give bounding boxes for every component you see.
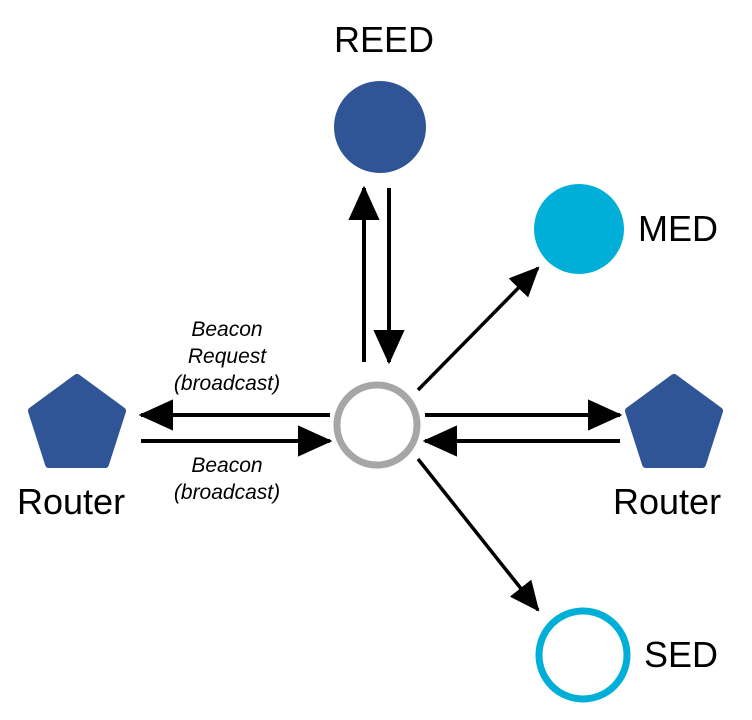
edge-center-to-med: [416, 266, 540, 392]
edge-center-to-sed: [416, 457, 540, 612]
node-router-left[interactable]: [28, 374, 126, 468]
node-label-router-right: Router: [613, 481, 722, 522]
node-label-sed: SED: [644, 634, 719, 675]
node-label-router-left: Router: [17, 481, 126, 522]
node-router-right[interactable]: [625, 374, 723, 468]
edges-layer: [138, 185, 623, 612]
edge-label-beacon-request: Beacon Request (broadcast): [143, 317, 311, 398]
edge-label-beacon-request-line-1: Beacon: [191, 318, 263, 341]
edge-label-beacon-line-1: Beacon: [191, 454, 263, 477]
edge-label-beacon-line-2: (broadcast): [173, 480, 281, 504]
node-med[interactable]: [534, 184, 624, 274]
edge-label-beacon-request-line-2: Request: [187, 344, 267, 368]
node-center[interactable]: [333, 381, 421, 469]
node-label-reed: REED: [334, 19, 435, 60]
node-sed[interactable]: [535, 607, 631, 703]
node-label-med: MED: [638, 208, 718, 249]
nodes-layer: [28, 81, 723, 703]
edge-label-beacon: Beacon (broadcast): [143, 453, 311, 507]
edge-label-beacon-request-line-3: (broadcast): [173, 371, 281, 395]
node-reed[interactable]: [334, 81, 426, 173]
